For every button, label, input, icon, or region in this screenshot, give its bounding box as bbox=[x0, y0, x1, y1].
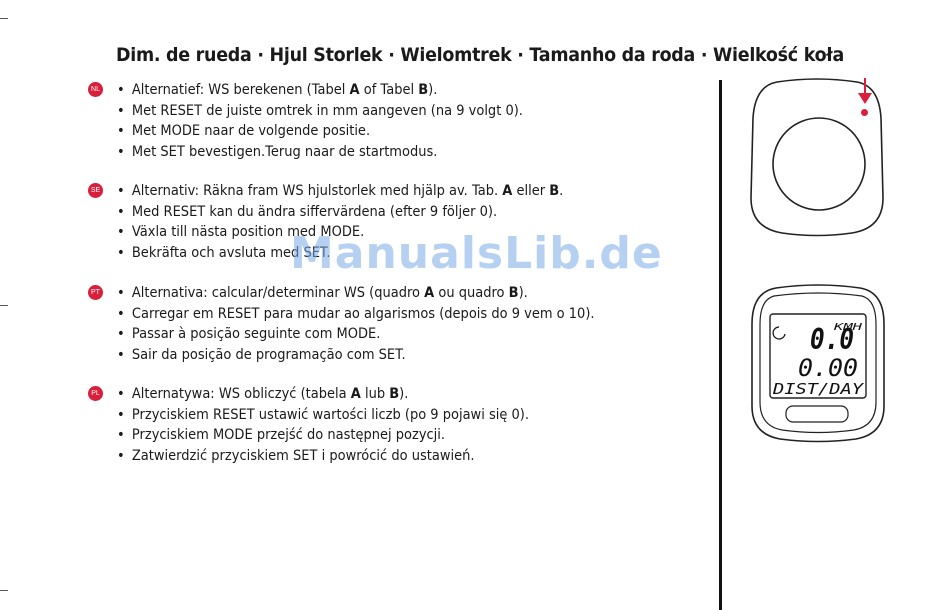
bullet-icon: • bbox=[117, 406, 125, 423]
table-ref-label: A bbox=[350, 386, 361, 402]
device-front-illustration: KMH 0.0 0.00 DIST/DAY bbox=[751, 284, 885, 443]
item-text: of Tabel bbox=[359, 82, 419, 98]
item-text: ). bbox=[518, 285, 528, 301]
language-badge: PL bbox=[88, 386, 103, 401]
item-text: Zatwierdzić przyciskiem SET i powrócić d… bbox=[131, 447, 475, 464]
list-item: • Carregar em RESET para mudar ao algaris… bbox=[117, 304, 595, 325]
item-text: Växla till nästa position med MODE. bbox=[131, 224, 365, 240]
item-text: Alternativ: Räkna fram WS hjulstorlek me… bbox=[131, 183, 503, 199]
item-text: ). bbox=[428, 82, 438, 98]
lcd-screen bbox=[769, 313, 867, 399]
item-text: Met RESET de juiste omtrek in mm aangeve… bbox=[131, 102, 523, 119]
cadence-arrow-icon bbox=[772, 326, 786, 340]
item-text: Alternativa: calcular/determinar WS (qua… bbox=[131, 285, 425, 301]
arrow-head-icon bbox=[858, 93, 872, 104]
item-text: Passar à posição seguinte com MODE. bbox=[131, 326, 381, 342]
table-ref-label: B bbox=[549, 183, 560, 199]
bullet-icon: • bbox=[117, 123, 125, 139]
list-item: • Bekräfta och avsluta med SET. bbox=[117, 243, 563, 264]
watermark: ManualsLib.de bbox=[290, 228, 663, 279]
item-text: Przyciskiem MODE przejść do następnej po… bbox=[131, 427, 446, 443]
arrow-indicator-icon bbox=[864, 78, 866, 102]
instruction-list: • Alternativ: Räkna fram WS hjulstorlek m… bbox=[117, 181, 597, 263]
bullet-icon: • bbox=[117, 285, 125, 301]
bullet-icon: • bbox=[117, 386, 125, 402]
device-back-circle bbox=[772, 117, 866, 211]
list-item: • Zatwierdzić przyciskiem SET i powrócić … bbox=[117, 446, 529, 467]
bullet-icon: • bbox=[117, 305, 125, 322]
mode-button bbox=[785, 405, 849, 423]
list-item: • Alternatief: WS berekenen (Tabel A of T… bbox=[117, 80, 523, 101]
language-badge: SE bbox=[88, 183, 103, 198]
bullet-icon: • bbox=[117, 102, 125, 119]
bullet-icon: • bbox=[117, 326, 125, 342]
item-text: Bekräfta och avsluta med SET. bbox=[131, 244, 331, 261]
language-badge: PT bbox=[88, 285, 103, 300]
item-text: ou quadro bbox=[434, 285, 509, 301]
unit-label: KMH bbox=[832, 322, 863, 333]
crop-mark-middle bbox=[0, 305, 8, 306]
table-ref-label: A bbox=[502, 183, 513, 199]
instruction-list: •Alternatywa: WS obliczyć (tabela A lub … bbox=[117, 384, 560, 466]
list-item: • Met SET bevestigen.Terug naar de startm… bbox=[117, 142, 523, 163]
table-ref-label: B bbox=[508, 285, 519, 301]
contact-point-icon bbox=[861, 109, 868, 116]
language-badge: NL bbox=[88, 82, 103, 97]
column-divider bbox=[719, 80, 722, 610]
item-text: Met SET bevestigen.Terug naar de startmo… bbox=[131, 143, 438, 160]
item-text: lub bbox=[360, 386, 390, 402]
bullet-icon: • bbox=[117, 346, 125, 363]
table-ref-label: B bbox=[389, 386, 400, 402]
bullet-icon: • bbox=[117, 447, 125, 464]
bullet-icon: • bbox=[117, 244, 125, 261]
table-ref-label: A bbox=[349, 82, 360, 98]
item-text: Med RESET kan du ändra siffervärdena (ef… bbox=[131, 203, 498, 220]
list-item: • Växla till nästa position med MODE. bbox=[117, 222, 563, 243]
bullet-icon: • bbox=[117, 183, 125, 199]
item-text: . bbox=[559, 183, 564, 199]
item-text: eller bbox=[512, 183, 550, 199]
list-item: •Alternatywa: WS obliczyć (tabela A lub … bbox=[117, 384, 529, 405]
list-item: • Met MODE naar de volgende positie. bbox=[117, 121, 523, 142]
mode-label: DIST/DAY bbox=[772, 380, 864, 398]
crop-mark-bottom bbox=[0, 590, 8, 591]
crop-mark-top bbox=[0, 18, 8, 19]
item-text: Carregar em RESET para mudar ao algarism… bbox=[131, 305, 595, 322]
distance-readout: 0.00 bbox=[798, 354, 858, 382]
bullet-icon: • bbox=[117, 203, 125, 220]
item-text: Met MODE naar de volgende positie. bbox=[131, 123, 371, 139]
list-item: • Alternativa: calcular/determinar WS (qu… bbox=[117, 283, 595, 304]
list-item: • Med RESET kan du ändra siffervärdena (e… bbox=[117, 202, 563, 223]
page-title: Dim. de rueda · Hjul Storlek · Wielomtre… bbox=[116, 44, 845, 66]
list-item: • Sair da posição de programação com SET. bbox=[117, 345, 595, 366]
item-text: Alternatywa: WS obliczyć (tabela bbox=[131, 386, 351, 402]
table-ref-label: B bbox=[418, 82, 429, 98]
list-item: • Przyciskiem MODE przejść do następnej p… bbox=[117, 425, 529, 446]
list-item: • Alternativ: Räkna fram WS hjulstorlek m… bbox=[117, 181, 563, 202]
table-ref-label: A bbox=[424, 285, 435, 301]
bullet-icon: • bbox=[117, 143, 125, 160]
device-back-illustration bbox=[750, 78, 884, 237]
list-item: • Met RESET de juiste omtrek in mm aangev… bbox=[117, 101, 523, 122]
speed-readout: 0.0 bbox=[810, 323, 854, 356]
list-item: • Przyciskiem RESET ustawić wartości licz… bbox=[117, 405, 529, 426]
item-text: Alternatief: WS berekenen (Tabel bbox=[131, 82, 350, 98]
item-text: Przyciskiem RESET ustawić wartości liczb… bbox=[131, 406, 530, 423]
item-text: Sair da posição de programação com SET. bbox=[131, 346, 406, 363]
instruction-list: • Alternatief: WS berekenen (Tabel A of T… bbox=[117, 80, 554, 162]
bullet-icon: • bbox=[117, 427, 125, 443]
item-text: ). bbox=[399, 386, 409, 402]
bullet-icon: • bbox=[117, 224, 125, 240]
bullet-icon: • bbox=[117, 82, 125, 98]
instruction-list: • Alternativa: calcular/determinar WS (qu… bbox=[117, 283, 631, 365]
list-item: • Passar à posição seguinte com MODE. bbox=[117, 324, 595, 345]
